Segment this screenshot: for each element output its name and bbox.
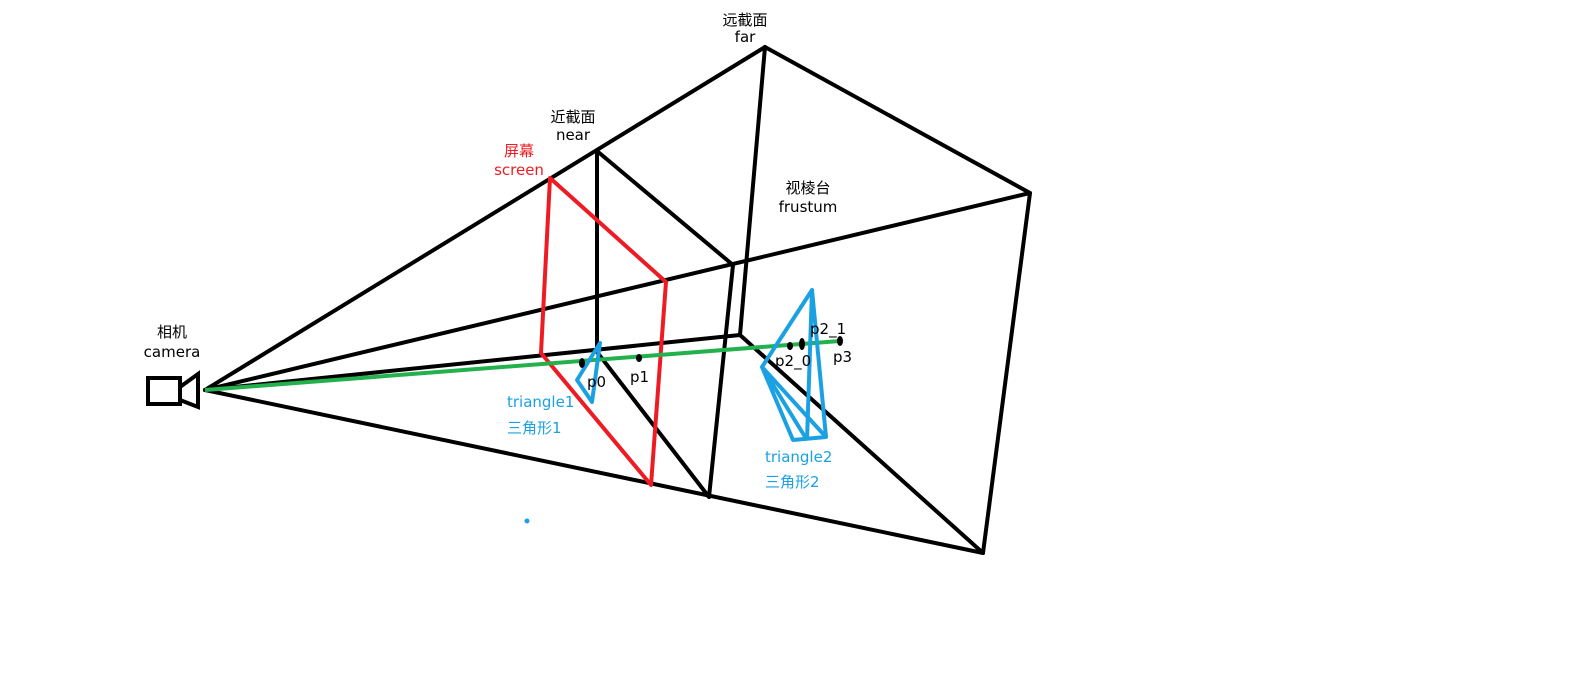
frustum-label-cn: 视棱台 [785, 179, 830, 197]
triangle2-shape [760, 288, 828, 442]
point-p2-1 [799, 338, 805, 350]
far-plane [738, 45, 1032, 555]
frustum-edge-bottom [203, 388, 985, 555]
camera-label-cn: 相机 [157, 323, 187, 341]
triangle1-label-en: triangle1 [507, 393, 574, 411]
point-p3 [837, 336, 843, 346]
triangle1-shape [575, 341, 602, 404]
camera-label-en: camera [144, 343, 201, 361]
points [579, 336, 843, 368]
camera-icon [146, 370, 200, 410]
frustum-edge-top [203, 45, 767, 392]
point-p2-0 [787, 342, 793, 350]
frustum [203, 45, 1032, 555]
far-label-en: far [735, 28, 756, 46]
screen-label-cn: 屏幕 [504, 142, 534, 160]
screen-label-en: screen [494, 161, 544, 179]
p2-0-label: p2_0 [775, 352, 811, 371]
stray-dot [524, 518, 530, 524]
triangle2-label-en: triangle2 [765, 448, 832, 466]
p2-1-label: p2_1 [810, 320, 846, 339]
triangle2-label-cn: 三角形2 [765, 473, 820, 491]
frustum-edge-right [203, 191, 1032, 392]
near-plane [595, 149, 735, 499]
near-label-cn: 近截面 [550, 108, 595, 126]
frustum-label-en: frustum [779, 198, 838, 216]
p1-label: p1 [630, 368, 649, 386]
frustum-edge-left [203, 333, 742, 392]
point-p1 [636, 354, 642, 362]
triangle1-label-cn: 三角形1 [507, 419, 562, 437]
far-label-cn: 远截面 [722, 11, 767, 29]
p3-label: p3 [833, 348, 852, 366]
p0-label: p0 [587, 373, 606, 391]
screen-plane [539, 176, 668, 487]
view-ray [204, 339, 841, 392]
near-label-en: near [556, 126, 591, 144]
point-p0 [579, 358, 585, 368]
